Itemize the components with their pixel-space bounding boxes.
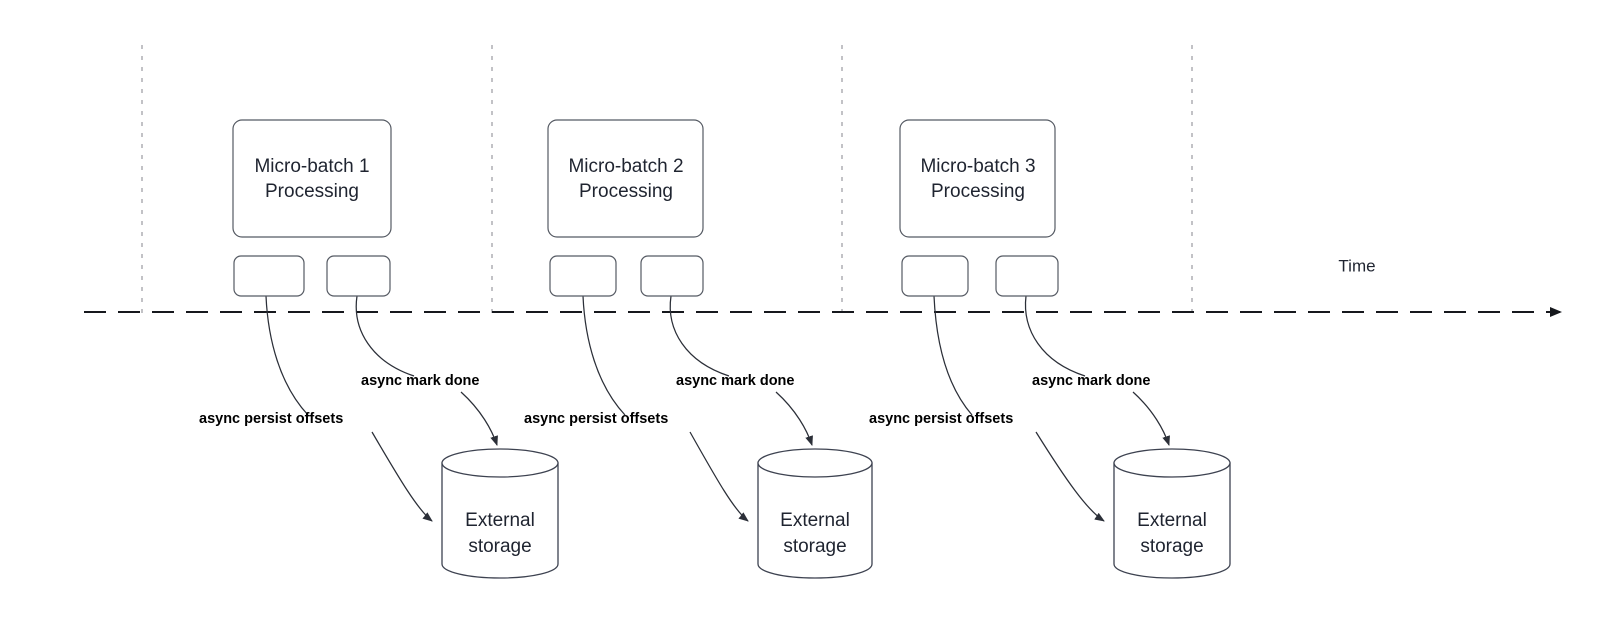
micro-batch-box-1-rect <box>232 119 392 238</box>
external-storage-3-top <box>1113 448 1231 478</box>
flow-mark-done-curve-1-tail <box>460 391 498 446</box>
micro-batch-box-2-label-line2: Processing <box>579 181 673 202</box>
flow-mark-done-label-3: async mark done <box>1032 373 1150 389</box>
flow-mark-done-label-2: async mark done <box>676 373 794 389</box>
external-storage-2-label-line1: External <box>780 510 850 531</box>
micro-batch-box-2-label-line1: Micro-batch 2 <box>568 156 683 177</box>
flow-persist-offsets-curve-2-tail <box>689 431 749 522</box>
flow-persist-offsets-label-2: async persist offsets <box>524 411 668 427</box>
micro-batch-group-3: Micro-batch 3 Processing External storag… <box>869 119 1231 579</box>
flow-mark-done-label-1: async mark done <box>361 373 479 389</box>
flow-persist-offsets-curve-1-tail <box>371 431 433 522</box>
external-storage-2-body <box>757 462 873 579</box>
task-box-2b[interactable] <box>640 255 704 297</box>
period-dividers <box>141 45 1193 314</box>
flow-persist-offsets-curve-3-tail <box>1035 431 1105 522</box>
flow-mark-done-curve-2-tail <box>775 391 813 446</box>
external-storage-1-label-line1: External <box>465 510 535 531</box>
micro-batch-box-2[interactable]: Micro-batch 2 Processing <box>547 119 704 238</box>
flow-mark-done-curve-3-tail <box>1132 391 1170 446</box>
external-storage-1-body <box>441 462 559 579</box>
external-storage-3-label-line1: External <box>1137 510 1207 531</box>
micro-batch-box-1[interactable]: Micro-batch 1 Processing <box>232 119 392 238</box>
external-storage-2-label-line2: storage <box>783 536 846 557</box>
flow-persist-offsets-curve-3 <box>933 295 973 416</box>
external-storage-1-top <box>441 448 559 478</box>
micro-batch-box-2-rect <box>547 119 704 238</box>
micro-batch-box-3-rect <box>899 119 1056 238</box>
external-storage-2[interactable]: External storage <box>757 448 873 579</box>
micro-batch-box-1-label-line1: Micro-batch 1 <box>254 156 369 177</box>
task-box-3b[interactable] <box>995 255 1059 297</box>
micro-batch-group-1: Micro-batch 1 Processing External storag… <box>199 119 559 579</box>
external-storage-1-label-line2: storage <box>468 536 531 557</box>
flow-mark-done-curve-3 <box>1024 295 1086 377</box>
micro-batch-box-1-label-line2: Processing <box>265 181 359 202</box>
external-storage-3[interactable]: External storage <box>1113 448 1231 579</box>
external-storage-3-label-line2: storage <box>1140 536 1203 557</box>
flow-mark-done-curve-1 <box>355 295 415 377</box>
micro-batch-group-2: Micro-batch 2 Processing External storag… <box>524 119 873 579</box>
task-box-1a[interactable] <box>233 255 305 297</box>
flow-mark-done-curve-2 <box>669 295 730 377</box>
task-box-1b[interactable] <box>326 255 391 297</box>
flow-persist-offsets-curve-1 <box>265 295 309 416</box>
external-storage-1[interactable]: External storage <box>441 448 559 579</box>
task-box-3a[interactable] <box>901 255 969 297</box>
task-box-2a[interactable] <box>549 255 617 297</box>
external-storage-2-top <box>757 448 873 478</box>
micro-batch-box-3-label-line2: Processing <box>931 181 1025 202</box>
flow-persist-offsets-label-3: async persist offsets <box>869 411 1013 427</box>
micro-batch-box-3-label-line1: Micro-batch 3 <box>920 156 1035 177</box>
flow-persist-offsets-label-1: async persist offsets <box>199 411 343 427</box>
time-axis: Time <box>84 256 1562 317</box>
external-storage-3-body <box>1113 462 1231 579</box>
flow-persist-offsets-curve-2 <box>582 295 626 416</box>
micro-batch-box-3[interactable]: Micro-batch 3 Processing <box>899 119 1056 238</box>
time-axis-label: Time <box>1338 256 1375 275</box>
